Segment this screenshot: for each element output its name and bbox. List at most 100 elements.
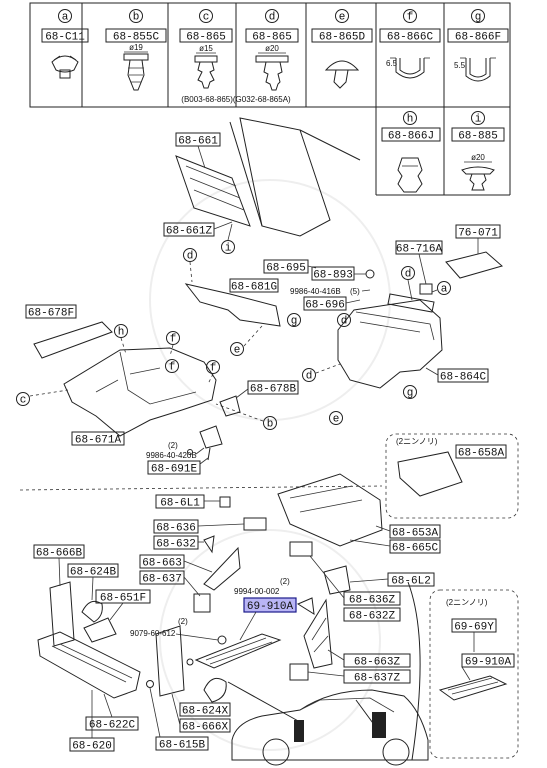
- legend-key-e: e: [339, 12, 346, 24]
- label-68-6l2: 68-6L2: [391, 576, 431, 588]
- rear-package-trim-68-653a: [277, 473, 383, 547]
- clip-68-865-large-drawing: ø20: [255, 44, 289, 91]
- trim-68-658a: [397, 451, 463, 497]
- legend-part-d: 68-865: [252, 32, 292, 44]
- label-9986-40-416b: 9986-40-416B: [290, 287, 341, 296]
- legend-key-i: i: [475, 114, 482, 126]
- floor-carpet-68-671a: [63, 347, 217, 437]
- circle-e-2: e: [333, 414, 340, 426]
- car-silhouette: [227, 681, 429, 766]
- label-68-624x: 68-624X: [182, 706, 229, 718]
- legend-key-c: c: [203, 12, 210, 24]
- label-68-663: 68-663: [142, 558, 182, 570]
- label-qty-5: (5): [350, 287, 360, 296]
- legend-footnote: (B003-68-865)(G032-68-865A): [181, 95, 291, 104]
- label-2-seater-1: (2ニンノリ): [396, 437, 438, 446]
- pad-68-624x: [203, 677, 227, 703]
- label-9079-60-612: 9079-60-612: [130, 629, 176, 638]
- legend-part-c: 68-865: [186, 32, 226, 44]
- scuff-plate-69-910a: [194, 633, 282, 669]
- label-68-678b: 68-678B: [250, 384, 297, 396]
- label-68-653a: 68-653A: [392, 528, 439, 540]
- label-68-666x: 68-666X: [182, 722, 229, 734]
- legend-part-e: 68-865D: [319, 32, 366, 44]
- label-68-696: 68-696: [305, 300, 345, 312]
- scuff-plate-69-910a-alt: [438, 675, 508, 701]
- bracket-68-691e: [199, 425, 223, 461]
- label-68-637z: 68-637Z: [354, 673, 401, 685]
- label-68-6l1: 68-6L1: [160, 498, 200, 510]
- clip-68-c11-drawing: [51, 55, 79, 79]
- label-68-632: 68-632: [156, 539, 196, 551]
- dim-c: ø15: [199, 44, 213, 53]
- clip-68-866f-drawing: 5.5: [454, 57, 496, 82]
- label-68-671a: 68-671A: [75, 435, 122, 447]
- label-2-seater-2: (2ニンノリ): [446, 598, 488, 607]
- label-68-658a: 68-658A: [458, 448, 505, 460]
- circle-h-1: h: [118, 327, 125, 339]
- quarter-trim-68-663z: [303, 598, 333, 669]
- label-68-716a: 68-716A: [396, 244, 443, 256]
- trim-68-6l2: [323, 565, 351, 595]
- legend-key-g: g: [475, 12, 482, 24]
- label-qty-2c: (2): [178, 617, 188, 626]
- label-68-893: 68-893: [313, 270, 353, 282]
- label-68-678f: 68-678F: [28, 308, 74, 320]
- two-seater-variant-box-bottom: [429, 589, 519, 759]
- circle-a-1: a: [441, 284, 448, 296]
- hood-insulator-68-661: [175, 155, 251, 227]
- label-68-663z: 68-663Z: [354, 657, 401, 669]
- circle-c-1: c: [20, 395, 27, 407]
- trunk-trim-68-864c: [337, 293, 443, 389]
- dim-d: ø20: [265, 44, 279, 53]
- mat-76-071: [445, 251, 504, 279]
- label-68-651f: 68-651F: [100, 593, 146, 605]
- circle-f-3: f: [210, 363, 217, 375]
- legend-part-h: 68-866J: [388, 131, 434, 143]
- console-trim-68-681g: [184, 283, 281, 327]
- label-68-615b: 68-615B: [159, 740, 206, 752]
- legend-key-a: a: [62, 12, 69, 24]
- circle-g-1: g: [291, 316, 298, 328]
- label-68-691e: 68-691E: [151, 464, 198, 476]
- label-68-620: 68-620: [72, 741, 112, 753]
- label-qty-2b: (2): [280, 577, 290, 586]
- label-68-636z: 68-636Z: [349, 595, 396, 607]
- label-qty-2a: (2): [168, 441, 178, 450]
- clip-68-866c-drawing: 6.5: [386, 57, 430, 79]
- sill-trim-68-622c: [37, 631, 141, 699]
- label-68-636: 68-636: [156, 523, 196, 535]
- label-68-661z: 68-661Z: [166, 226, 213, 238]
- clip-68-866j-drawing: [397, 157, 423, 193]
- two-seater-variant-box-top: [385, 433, 519, 519]
- label-68-661: 68-661: [178, 136, 218, 148]
- watermark-emblem: [149, 179, 391, 751]
- label-68-632z: 68-632Z: [349, 611, 396, 623]
- circle-b-1: b: [267, 419, 274, 431]
- fastener-legend-table: a b c d e f g 68-C11 68-855C 68-865 68-8…: [29, 2, 511, 196]
- legend-key-h: h: [407, 114, 414, 126]
- label-76-071: 76-071: [458, 228, 498, 240]
- label-68-637: 68-637: [142, 574, 182, 586]
- legend-part-g: 68-866F: [455, 32, 501, 44]
- dim-g: 5.5: [454, 61, 466, 70]
- label-69-910a[interactable]: 69-910A: [247, 601, 294, 613]
- label-68-666b: 68-666B: [36, 548, 83, 560]
- highlight-69-910a[interactable]: [243, 597, 297, 613]
- label-69-69y: 69-69Y: [454, 622, 494, 634]
- label-68-864c: 68-864C: [440, 372, 487, 384]
- label-68-624b: 68-624B: [70, 567, 117, 579]
- label-9986-40-420b: 9986-40-420B: [146, 451, 197, 460]
- circle-f-2: f: [169, 362, 176, 374]
- side-panel-68-666b: [49, 581, 75, 647]
- weatherstrip-curve: [407, 581, 421, 761]
- circle-f-1: f: [170, 334, 177, 346]
- clip-68-865-drawing: ø15: [194, 44, 218, 89]
- legend-part-f: 68-866C: [387, 32, 434, 44]
- legend-part-i: 68-885: [458, 131, 498, 143]
- label-68-681g: 68-681G: [231, 282, 277, 294]
- circle-d-4: d: [341, 316, 348, 328]
- dim-b: ø19: [129, 43, 143, 52]
- trim-68-678b: [219, 395, 241, 417]
- panel-68-666x: [155, 625, 185, 697]
